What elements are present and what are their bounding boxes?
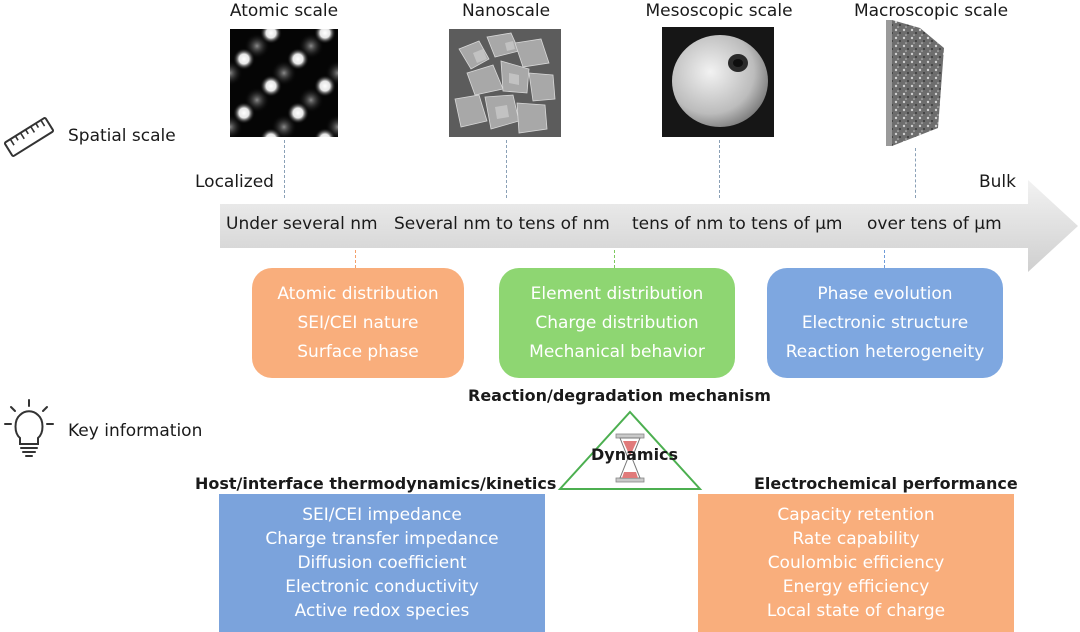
blue-connector <box>884 250 885 268</box>
spatial-scale-label: Spatial scale <box>68 126 176 146</box>
meso-dashed-line <box>719 140 720 198</box>
macroscopic-scale-title: Macroscopic scale <box>853 1 1009 21</box>
atomic-scale-title: Atomic scale <box>229 1 339 21</box>
green-connector <box>614 250 615 268</box>
performance-item: Energy efficiency <box>782 577 930 597</box>
host-panel-title: Host/interface thermodynamics/kinetics <box>195 474 557 493</box>
atomic-dashed-line <box>284 140 285 198</box>
atomic-scale-image <box>230 29 338 137</box>
range-several-to-tens-nm: Several nm to tens of nm <box>394 214 610 234</box>
info-item: Charge distribution <box>535 313 699 333</box>
info-item: Atomic distribution <box>277 284 439 304</box>
range-under-several-nm: Under several nm <box>226 214 378 234</box>
range-over-tens-um: over tens of µm <box>867 214 1002 234</box>
dynamics-triangle <box>556 410 704 492</box>
bulk-label: Bulk <box>979 172 1017 192</box>
info-item: Element distribution <box>530 284 704 304</box>
performance-panel-title: Electrochemical performance <box>754 474 1018 493</box>
macro-info-box: Phase evolution Electronic structure Rea… <box>767 268 1003 378</box>
atomic-info-box: Atomic distribution SEI/CEI nature Surfa… <box>252 268 464 378</box>
host-item: Electronic conductivity <box>285 577 479 597</box>
macro-dashed-line <box>915 148 916 198</box>
performance-panel: Capacity retention Rate capability Coulo… <box>698 494 1014 632</box>
key-information-label: Key information <box>68 421 203 441</box>
host-panel: SEI/CEI impedance Charge transfer impeda… <box>219 494 545 632</box>
scale-arrow <box>220 178 1080 274</box>
info-item: Mechanical behavior <box>529 342 705 362</box>
performance-item: Coulombic efficiency <box>767 553 945 573</box>
host-item: Diffusion coefficient <box>297 553 467 573</box>
macroscopic-scale-image <box>886 20 944 146</box>
performance-item: Capacity retention <box>777 505 935 525</box>
lightbulb-icon <box>2 398 56 460</box>
info-item: SEI/CEI nature <box>297 313 419 333</box>
host-item: Active redox species <box>294 601 470 621</box>
nanoscale-image <box>449 29 561 137</box>
range-tens-nm-to-tens-um: tens of nm to tens of µm <box>632 214 843 234</box>
ruler-icon <box>2 112 56 162</box>
performance-item: Rate capability <box>792 529 920 549</box>
mesoscopic-scale-title: Mesoscopic scale <box>645 1 793 21</box>
localized-label: Localized <box>195 172 274 192</box>
orange-connector <box>355 250 356 268</box>
info-item: Surface phase <box>297 342 419 362</box>
host-item: SEI/CEI impedance <box>302 505 462 525</box>
mesoscopic-scale-image <box>662 27 774 137</box>
nanoscale-title: Nanoscale <box>461 1 551 21</box>
info-item: Electronic structure <box>801 313 969 333</box>
performance-item: Local state of charge <box>766 601 946 621</box>
info-item: Reaction heterogeneity <box>785 342 985 362</box>
mechanism-title: Reaction/degradation mechanism <box>468 386 771 405</box>
nano-dashed-line <box>506 140 507 198</box>
hourglass-icon <box>615 433 645 483</box>
nano-info-box: Element distribution Charge distribution… <box>499 268 735 378</box>
info-item: Phase evolution <box>817 284 953 304</box>
host-item: Charge transfer impedance <box>265 529 499 549</box>
dynamics-label: Dynamics <box>591 445 679 464</box>
